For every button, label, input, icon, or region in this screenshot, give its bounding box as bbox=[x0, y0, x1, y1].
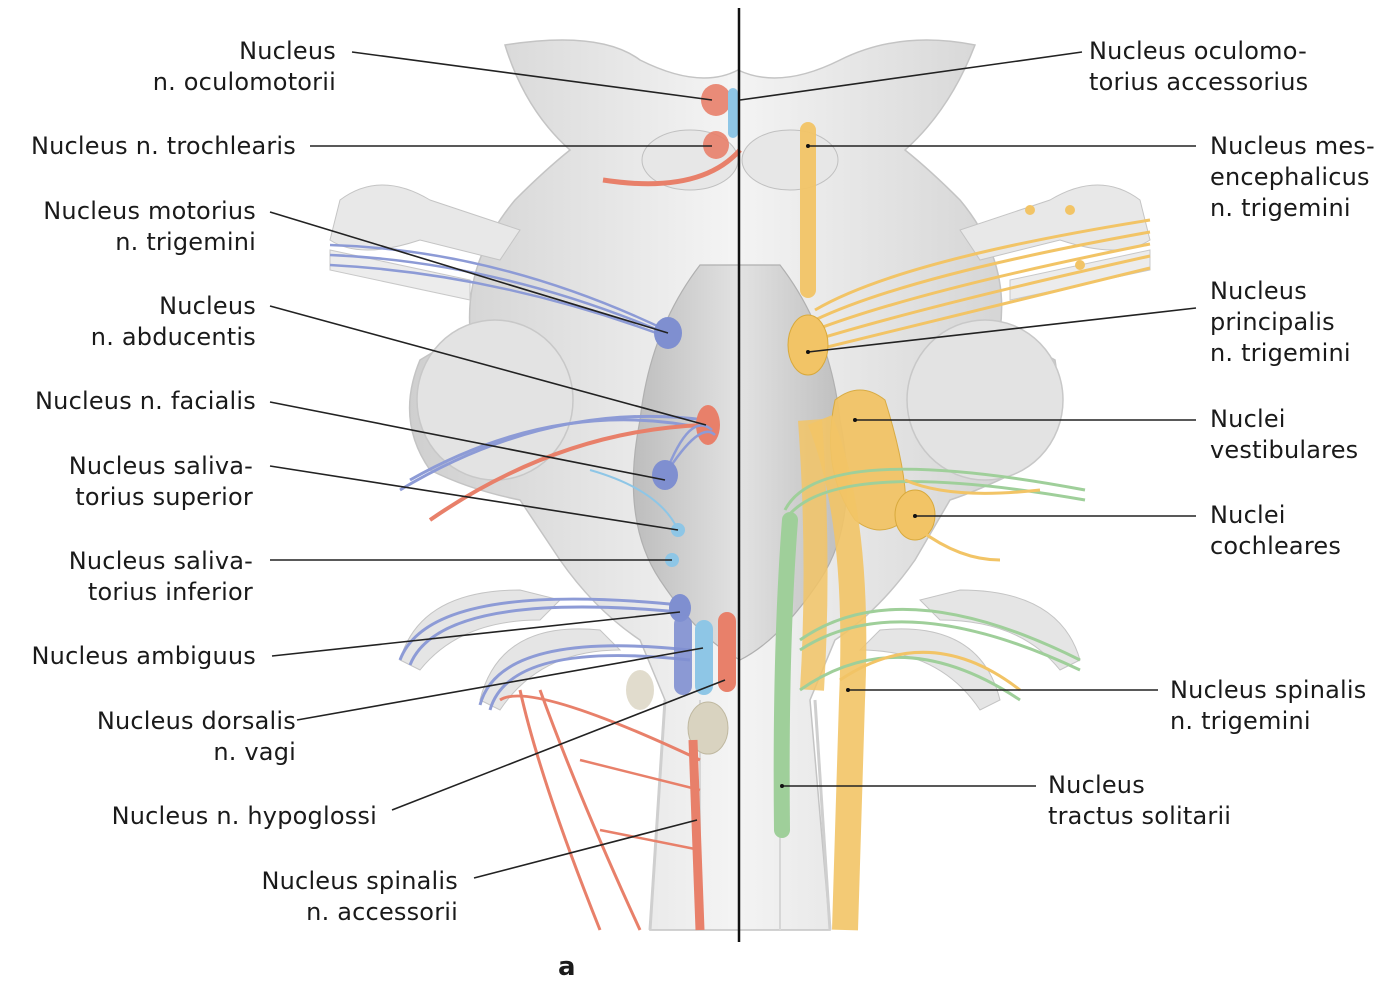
label-nucleus-n-trochlearis: Nucleus n. trochlearis bbox=[31, 131, 296, 162]
label-nucleus-n-facialis: Nucleus n. facialis bbox=[35, 386, 256, 417]
label-nucleus-salivatorius-superior: Nucleus saliva-torius superior bbox=[69, 451, 253, 513]
label-nucleus-n-hypoglossi: Nucleus n. hypoglossi bbox=[112, 801, 377, 832]
label-nucleus-oculomotorius-accessorius: Nucleus oculomo-torius accessorius bbox=[1089, 36, 1308, 98]
label-nucleus-salivatorius-inferior: Nucleus saliva-torius inferior bbox=[69, 546, 253, 608]
figure-letter: a bbox=[558, 952, 576, 982]
label-nucleus-ambiguus: Nucleus ambiguus bbox=[32, 641, 257, 672]
